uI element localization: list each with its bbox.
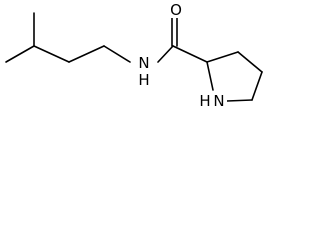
ring-nitrogen-label: N [213, 92, 224, 110]
bond-ring-c3-c4 [237, 51, 263, 73]
oxygen-atom-label: O [170, 1, 182, 19]
bond-carbonyl-alpha [172, 45, 208, 63]
ring-nh-label-background [198, 91, 227, 111]
amide-nitrogen-label: N [138, 54, 149, 72]
bond-ring-alpha-c3 [206, 51, 239, 63]
skeletal-structure-diagram: O N H H N [5, 1, 263, 111]
bond-chain-1 [33, 45, 70, 63]
amide-nitrogen-hydrogen-label: H [138, 71, 149, 89]
ring-nitrogen-hydrogen-label: H [199, 92, 210, 110]
bond-ring-c5-n [226, 99, 253, 102]
bond-amide-n-carbonyl [157, 45, 174, 63]
bond-chain-2 [68, 45, 105, 63]
bond-chain-3 [103, 45, 131, 63]
bond-ring-c4-c5 [251, 71, 263, 101]
oxygen-label-background [168, 1, 184, 18]
amide-nh-label-background [131, 55, 157, 89]
bond-ring-n-alpha [206, 61, 214, 91]
bond-methyl-branch-1 [5, 45, 35, 63]
